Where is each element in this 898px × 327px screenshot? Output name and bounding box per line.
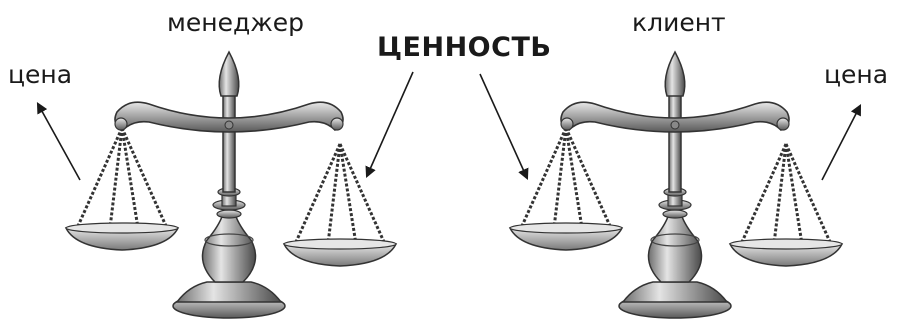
price-arrow-right — [821, 104, 862, 181]
value-arrow-to-client — [479, 73, 529, 181]
value-label: ЦЕННОСТЬ — [377, 32, 552, 63]
value-arrow-to-manager — [365, 71, 414, 179]
left-scale-body — [114, 51, 344, 319]
price-label-left: цена — [8, 60, 73, 89]
right-scale-body — [560, 51, 790, 319]
price-label-right: цена — [824, 60, 889, 89]
right-scale-left-pan — [508, 126, 624, 252]
right-scale — [508, 51, 844, 319]
client-label: клиент — [632, 8, 726, 37]
right-scale-right-pan — [728, 142, 844, 268]
price-arrow-left — [36, 102, 81, 181]
left-scale-right-pan — [282, 142, 398, 268]
left-scale-left-pan — [64, 126, 180, 252]
left-scale — [64, 51, 398, 319]
manager-label: менеджер — [167, 8, 305, 37]
